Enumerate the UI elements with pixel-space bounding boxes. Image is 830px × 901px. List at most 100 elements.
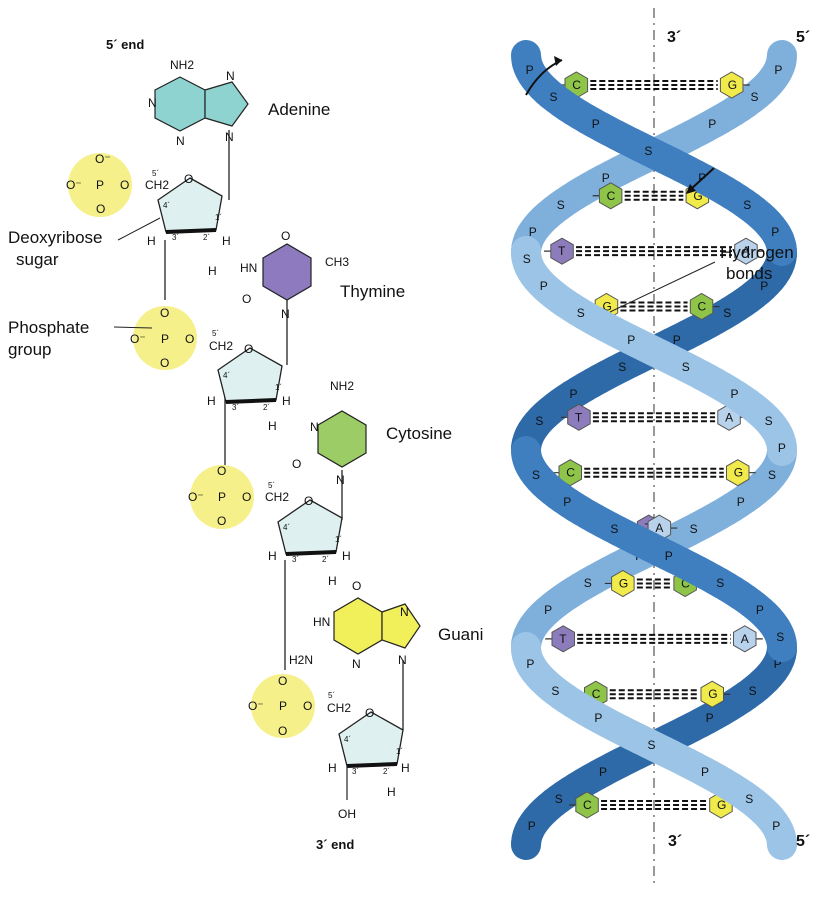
strand-b-phosphate-symbol: P	[771, 225, 779, 239]
sugar-4-c4: 4´	[344, 735, 351, 744]
sugar-2-h-left: H	[207, 394, 216, 408]
phosphate-4-o-right: O	[303, 699, 312, 713]
helix-3prime-bottom: 3´	[668, 833, 682, 850]
strand-a-phosphate-symbol: P	[701, 765, 709, 779]
sugar-4-c1: 1´	[396, 747, 403, 756]
sugar-1-c1: 1´	[215, 213, 222, 222]
base-left-letter: C	[566, 466, 575, 480]
strand-a-phosphate-symbol: P	[774, 63, 782, 77]
sugar-4-h-bottom: H	[387, 785, 396, 799]
strand-b-phosphate-symbol: P	[592, 117, 600, 131]
phosphate-4-o-top: O	[278, 674, 287, 688]
phosphate-4-o-left: O⁻	[248, 699, 264, 713]
sugar-1-c2: 2´	[203, 233, 210, 242]
strand-a-sugar-symbol: S	[523, 252, 531, 266]
adenine-label: Adenine	[268, 100, 330, 119]
thymine-hn: HN	[240, 261, 257, 275]
base-left-letter: C	[583, 798, 592, 812]
base-right-letter: C	[698, 300, 707, 314]
strand-b-phosphate-symbol: P	[665, 549, 673, 563]
sugar-1-h-left: H	[147, 234, 156, 248]
strand-a-sugar-symbol: S	[551, 684, 559, 698]
thymine-ch3: CH3	[325, 255, 349, 269]
sugar-2-c2: 2´	[263, 403, 270, 412]
strand-b-sugar-symbol: S	[535, 414, 543, 428]
guanine-label: Guani	[438, 625, 483, 644]
sugar-4-c2: 2´	[383, 767, 390, 776]
base-right-letter: G	[734, 466, 743, 480]
sugar-1-c3: 3´	[172, 233, 179, 242]
sugar-3-ch2: CH2	[265, 490, 289, 504]
guanine-o: O	[352, 579, 361, 593]
strand-a-sugar-symbol: S	[690, 522, 698, 536]
sugar-1-o: O	[184, 172, 193, 186]
sugar-3-o: O	[304, 494, 313, 508]
nucleotide-3: O O⁻ P O O CH2 O 5´ 4´ 3´ 2´ 1´ H H H	[188, 464, 351, 588]
adenine-n9-label: N	[225, 130, 234, 144]
strand-b-sugar-symbol: S	[644, 144, 652, 158]
group-label: group	[8, 340, 51, 359]
adenine-nh2-label: NH2	[170, 58, 194, 72]
sugar-3-h-right: H	[342, 549, 351, 563]
phosphate-3-o-left: O⁻	[188, 490, 204, 504]
strand-b-sugar-symbol: S	[550, 90, 558, 104]
strand-a-phosphate-symbol: P	[627, 333, 635, 347]
phosphate-2-o-top: O	[160, 306, 169, 320]
guanine-hn: HN	[313, 615, 330, 629]
phosphate-3-p: P	[218, 490, 226, 504]
strand-b-phosphate-symbol: P	[599, 765, 607, 779]
base-left-letter: T	[559, 632, 567, 646]
base-right-letter: A	[725, 410, 733, 424]
sugar-2-c3: 3´	[232, 403, 239, 412]
base-right-letter: A	[741, 632, 749, 646]
sugar-2-c5: 5´	[212, 329, 219, 338]
sugar-4-c3: 3´	[352, 767, 359, 776]
strand-a-sugar-symbol: S	[648, 738, 656, 752]
strand-a-sugar-symbol: S	[557, 198, 565, 212]
sugar-2-h-bottom: H	[268, 419, 277, 433]
strand-a-sugar-symbol: S	[682, 360, 690, 374]
phosphate-4-o-bottom: O	[278, 724, 287, 738]
guanine-n9: N	[398, 653, 407, 667]
sugar-1-h-bottom: H	[208, 264, 217, 278]
phosphate-3-o-bottom: O	[217, 514, 226, 528]
strand-b-sugar-symbol: S	[743, 198, 751, 212]
strand-a-sugar-symbol: S	[745, 792, 753, 806]
strand-b-sugar-symbol: S	[716, 576, 724, 590]
sugar-2-c4: 4´	[223, 371, 230, 380]
adenine-n7-label: N	[226, 69, 235, 83]
strand-b-phosphate-symbol: P	[706, 711, 714, 725]
strand-a-sugar-symbol: S	[751, 90, 759, 104]
cytosine-nh2: NH2	[330, 379, 354, 393]
nucleotide-2: O O⁻ P O O CH2 O 5´ 4´ 3´ 2´ 1´ H H H	[130, 306, 291, 433]
sugar-4-h-right: H	[401, 761, 410, 775]
strand-a-sugar-symbol: S	[584, 576, 592, 590]
strand-a-phosphate-symbol: P	[540, 279, 548, 293]
cytosine-o: O	[292, 457, 301, 471]
sugar-3-h-left: H	[268, 549, 277, 563]
strand-b-sugar-symbol: S	[555, 792, 563, 806]
strand-b-sugar-symbol: S	[610, 522, 618, 536]
sugar-3-c2: 2´	[322, 555, 329, 564]
thymine-o-left: O	[242, 292, 251, 306]
sugar-1-ch2: CH2	[145, 178, 169, 192]
sugar-4-ch2: CH2	[327, 701, 351, 715]
strand-a-phosphate-symbol: P	[544, 603, 552, 617]
strand-b-phosphate-symbol: P	[526, 63, 534, 77]
cytosine-label: Cytosine	[386, 424, 452, 443]
nucleotide-1: O⁻ O⁻ P O O CH2 O 5´ 4´ 3´ 2´ 1´ H H H	[66, 152, 231, 278]
phosphate-1-o-bottom: O	[96, 202, 105, 216]
strand-b-sugar-symbol: S	[776, 630, 784, 644]
strand-a-phosphate-symbol: P	[772, 819, 780, 833]
phosphate-4-p: P	[279, 699, 287, 713]
sugar-2-c1: 1´	[275, 383, 282, 392]
strand-a-phosphate-symbol: P	[594, 711, 602, 725]
base-left-letter: T	[558, 244, 566, 258]
strand-b-phosphate-symbol: P	[756, 603, 764, 617]
sugar-1-c4: 4´	[163, 201, 170, 210]
base-left-letter: C	[572, 78, 581, 92]
adenine-n3-label: N	[176, 134, 185, 148]
phosphate-label: Phosphate	[8, 318, 89, 337]
phosphate-3-o-top: O	[217, 464, 226, 478]
